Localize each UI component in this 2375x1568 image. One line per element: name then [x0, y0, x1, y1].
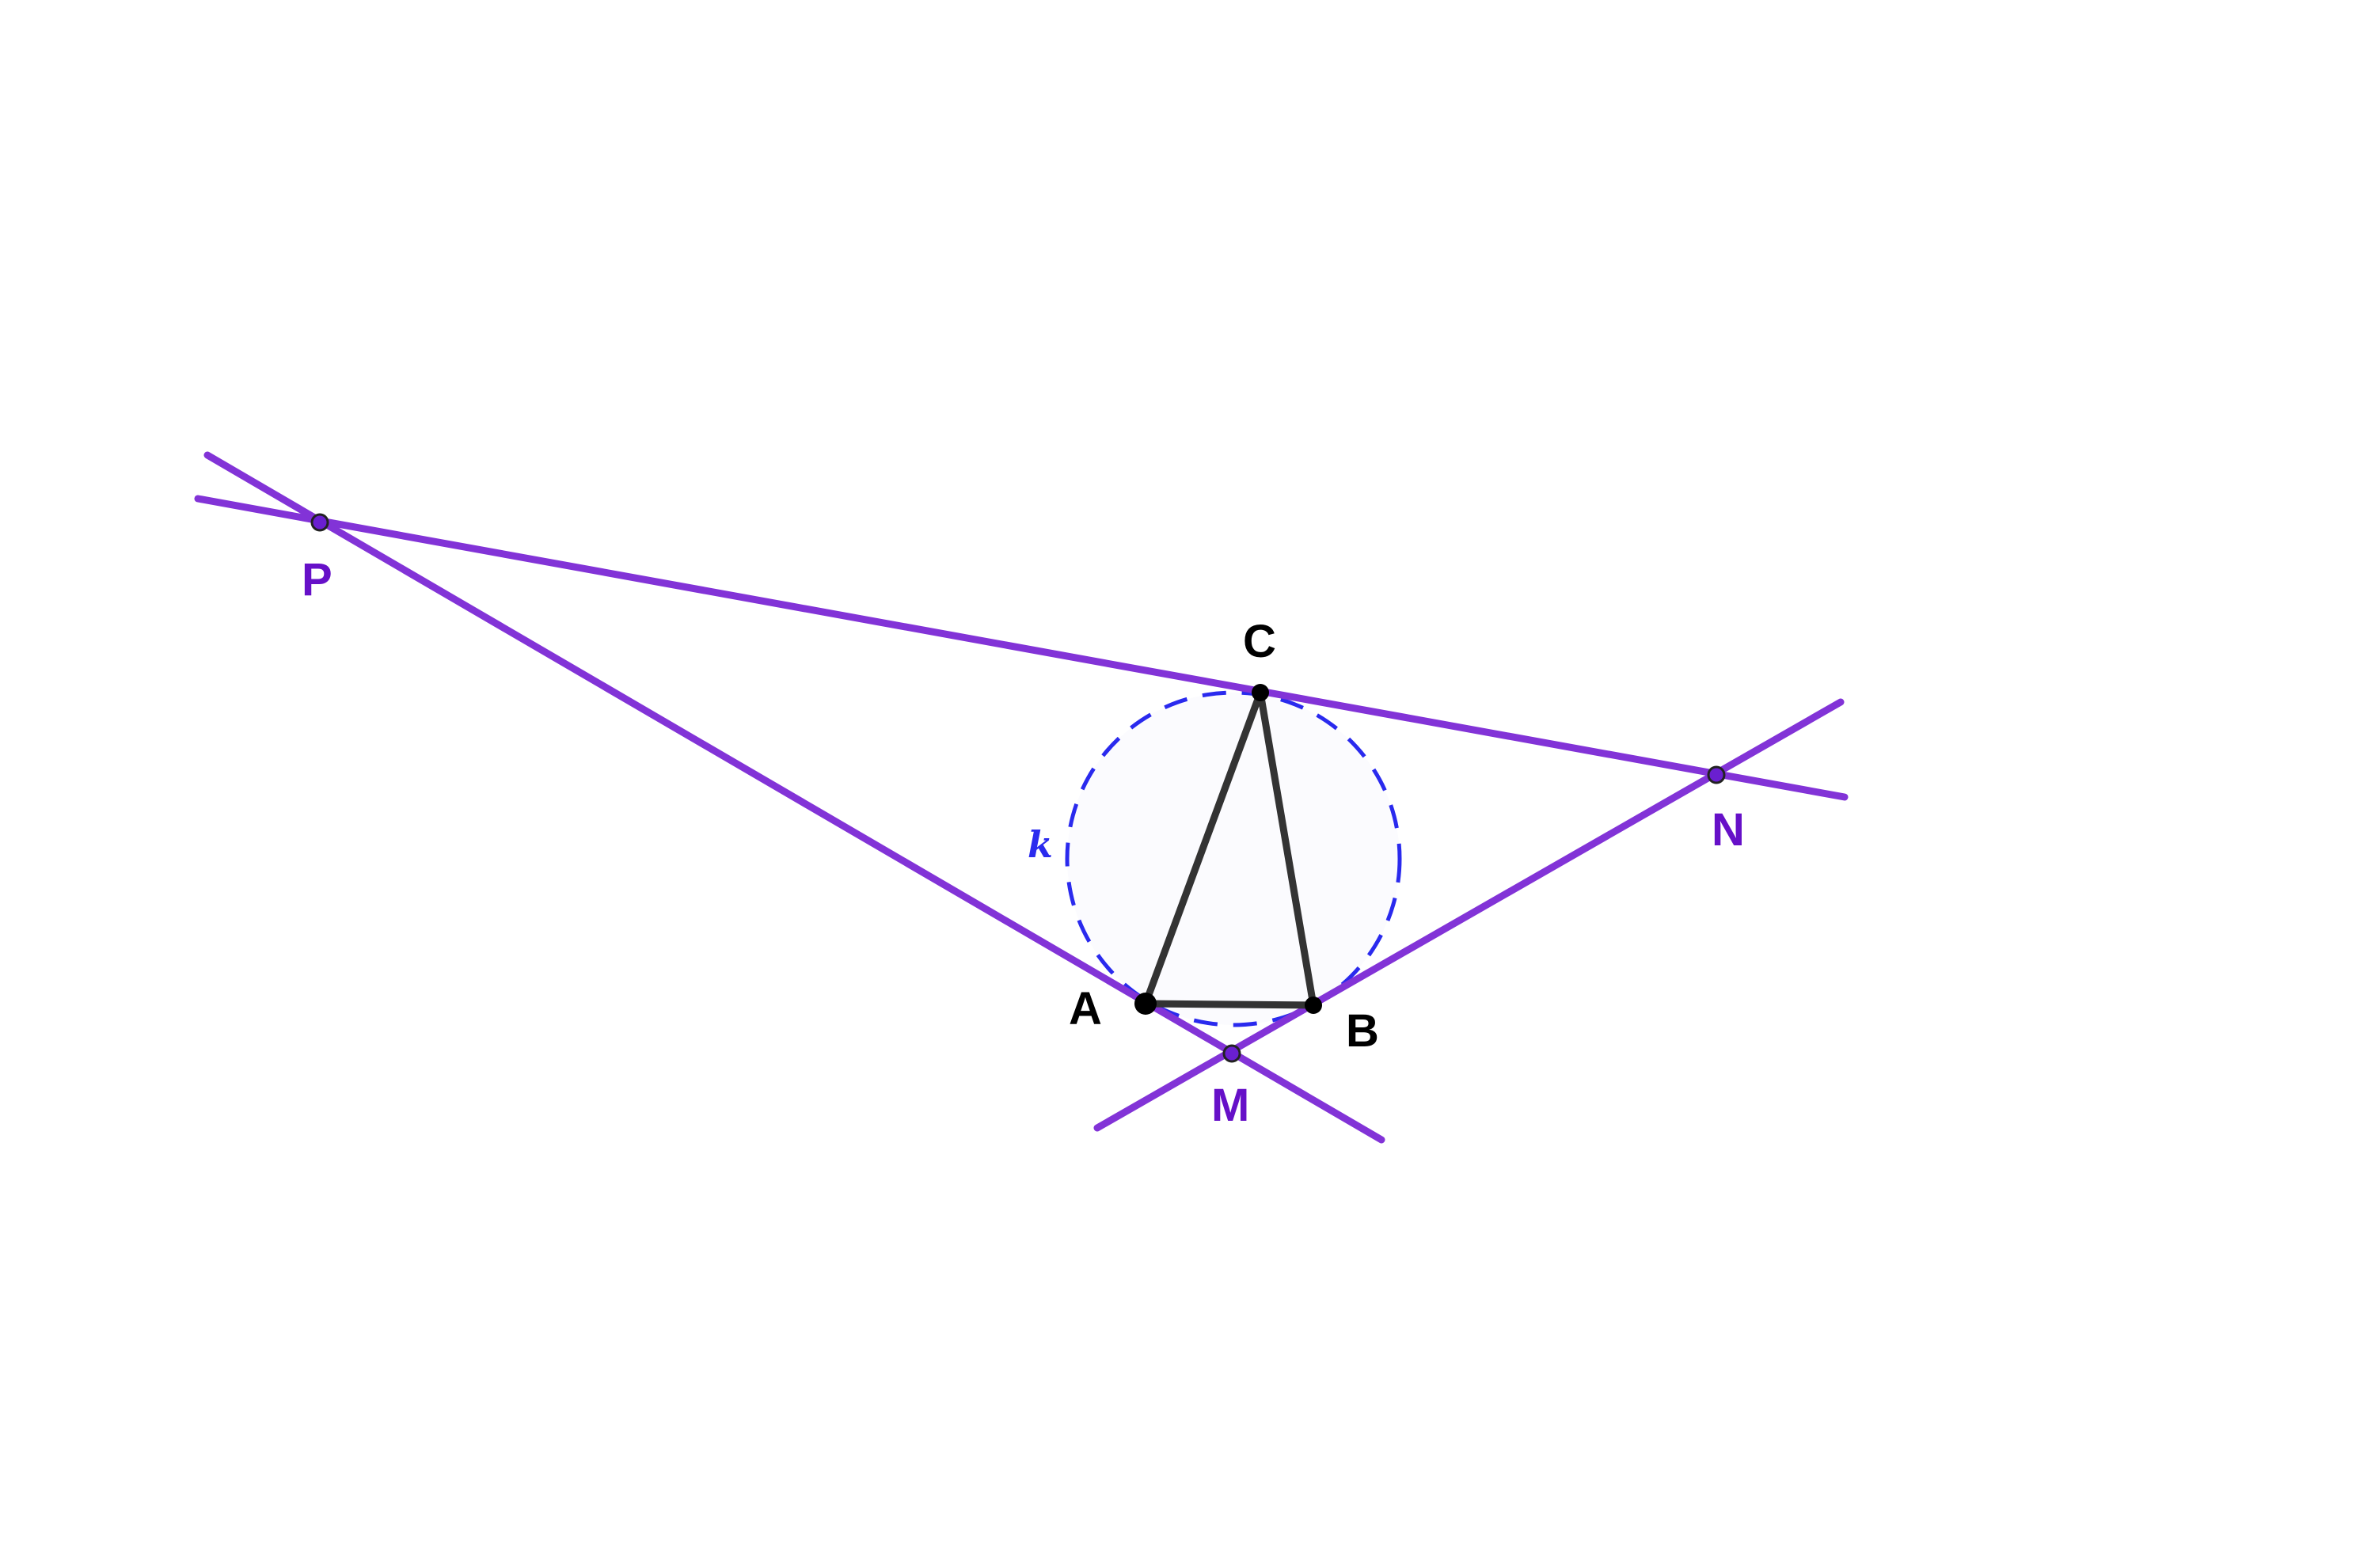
label-p: P: [302, 554, 332, 606]
tangent-line-at-a: [203, 451, 1385, 1144]
triangle-abc: [1142, 689, 1317, 1009]
label-m: M: [1211, 1080, 1249, 1131]
label-b: B: [1346, 1005, 1379, 1057]
label-a: A: [1069, 983, 1102, 1035]
label-n: N: [1712, 804, 1745, 856]
label-k: k: [1028, 823, 1053, 866]
point-c: [1252, 684, 1269, 701]
point-b: [1305, 997, 1322, 1014]
point-m: [1222, 1044, 1241, 1063]
tangent-line-at-c: [194, 495, 1849, 801]
label-c: C: [1243, 616, 1276, 667]
point-a: [1134, 993, 1157, 1015]
point-p: [310, 513, 329, 532]
circle-k: [1065, 690, 1402, 1027]
point-n: [1707, 765, 1726, 784]
